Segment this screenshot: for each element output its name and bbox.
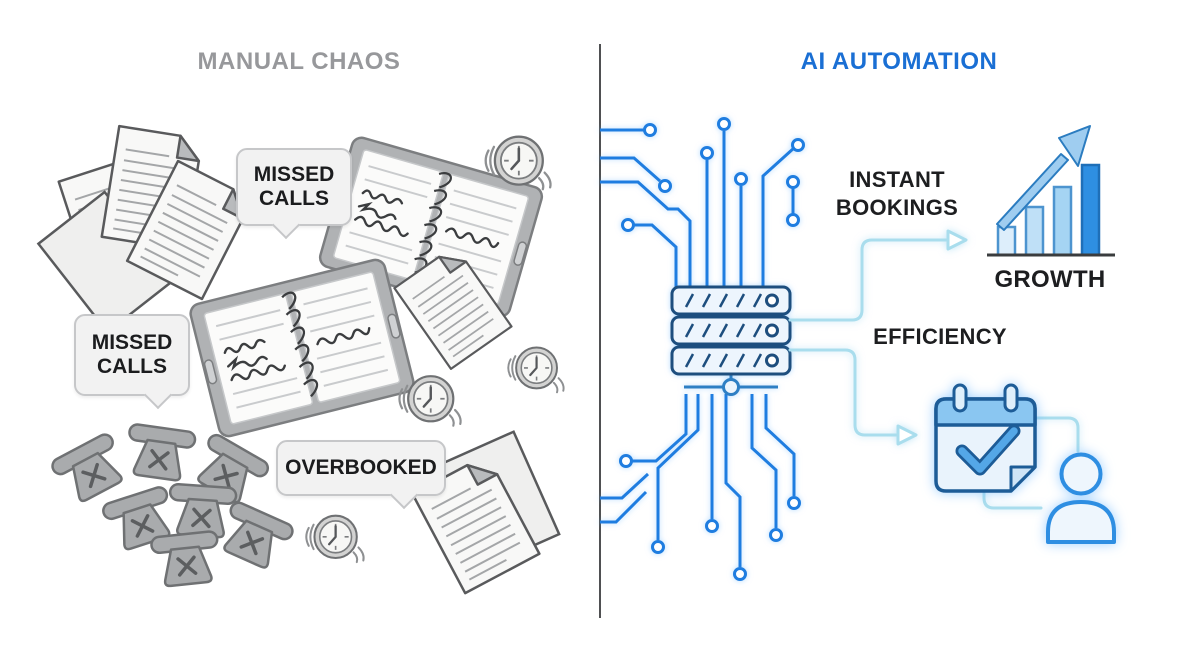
connector-calendar-to-user: [1035, 416, 1080, 453]
calendar-folded-corner: [1009, 465, 1037, 493]
right-panel-title: AI AUTOMATION: [800, 48, 998, 75]
bar-4: [1080, 163, 1101, 257]
speech-bubble-label: MISSED CALLS: [253, 163, 335, 210]
trend-arrow-head: [1058, 125, 1091, 167]
bar-1: [996, 225, 1017, 257]
missed-call-phone-icon: [121, 421, 198, 484]
speech-bubble-tail: [271, 210, 301, 240]
checkmark-icon: [958, 427, 1018, 473]
calendar-header: [934, 397, 1037, 427]
missed-call-phone-icon: [148, 529, 224, 590]
paper-stack-icon: [37, 124, 255, 334]
ringing-clock-icon: [484, 135, 552, 191]
efficiency-label: EFFICIENCY: [873, 324, 1007, 349]
calendar-check-icon: [934, 383, 1037, 493]
connector-to-growth: [788, 238, 948, 322]
panel-divider: [599, 44, 601, 618]
server-rack-icon: [670, 285, 792, 396]
growth-label: GROWTH: [994, 266, 1106, 293]
missed-call-phone-pile: [47, 421, 297, 590]
instant-bookings-label: INSTANT BOOKINGS: [835, 167, 959, 220]
flow-connectors: [788, 229, 1080, 510]
bar-3: [1052, 185, 1073, 257]
user-icon: [1046, 452, 1116, 544]
bar-2: [1024, 205, 1045, 257]
circuit-board-icon: [600, 117, 805, 581]
speech-bubble-label: MISSED CALLS: [91, 331, 173, 378]
document-icon: [393, 244, 513, 370]
missed-call-phone-icon: [212, 498, 297, 575]
ringing-clock-icon: [398, 374, 462, 427]
missed-call-phone-icon: [47, 430, 134, 509]
circuit-traces: [600, 128, 796, 567]
ringing-clock-icon: [507, 346, 565, 394]
speech-bubble-label: OVERBOOKED: [285, 456, 437, 480]
speech-bubble-tail: [143, 380, 173, 410]
calendar-ring: [952, 383, 968, 413]
connector-calendar-to-user: [982, 489, 1043, 510]
circuit-nodes: [619, 117, 805, 581]
missed-call-phone-icon: [165, 481, 239, 540]
speech-bubble-overbooked: OVERBOOKED: [276, 440, 446, 510]
ringing-clock-icon: [305, 514, 365, 564]
speech-bubble-missed-calls: MISSED CALLS: [236, 148, 352, 240]
growth-bar-chart-icon: [987, 125, 1115, 257]
arrowhead-icon: [896, 424, 918, 446]
trend-arrow-shaft: [996, 153, 1069, 231]
connector-to-calendar: [788, 348, 898, 437]
arrowhead-icon: [946, 229, 968, 251]
calendar-ring: [1003, 383, 1019, 413]
speech-bubble-missed-calls: MISSED CALLS: [74, 314, 190, 410]
left-panel-title: MANUAL CHAOS: [197, 48, 401, 75]
